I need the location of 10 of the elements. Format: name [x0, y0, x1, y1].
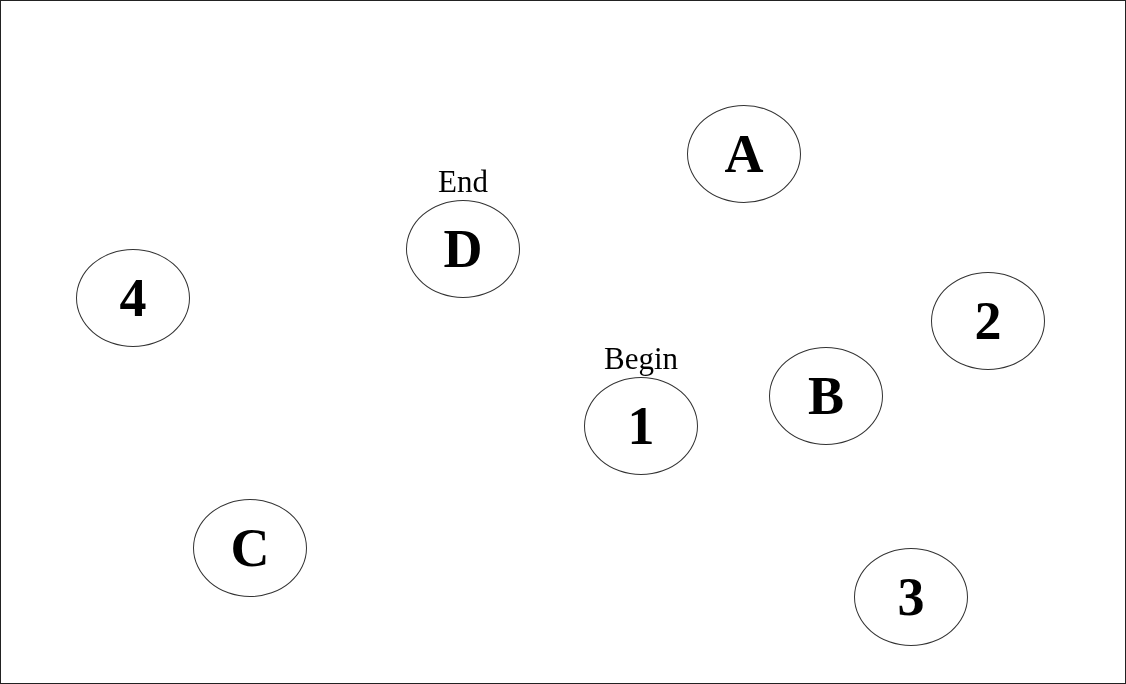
- node-label: 4: [119, 271, 147, 325]
- node-label: D: [443, 222, 483, 276]
- node-label: B: [808, 369, 844, 423]
- node-label: C: [230, 521, 270, 575]
- beside-label: End: [438, 166, 488, 197]
- node-label: 1: [627, 399, 655, 453]
- beside-label: Begin: [603, 343, 679, 374]
- node-label: A: [724, 127, 764, 181]
- node-label: 2: [974, 294, 1002, 348]
- node-label: 3: [897, 570, 925, 624]
